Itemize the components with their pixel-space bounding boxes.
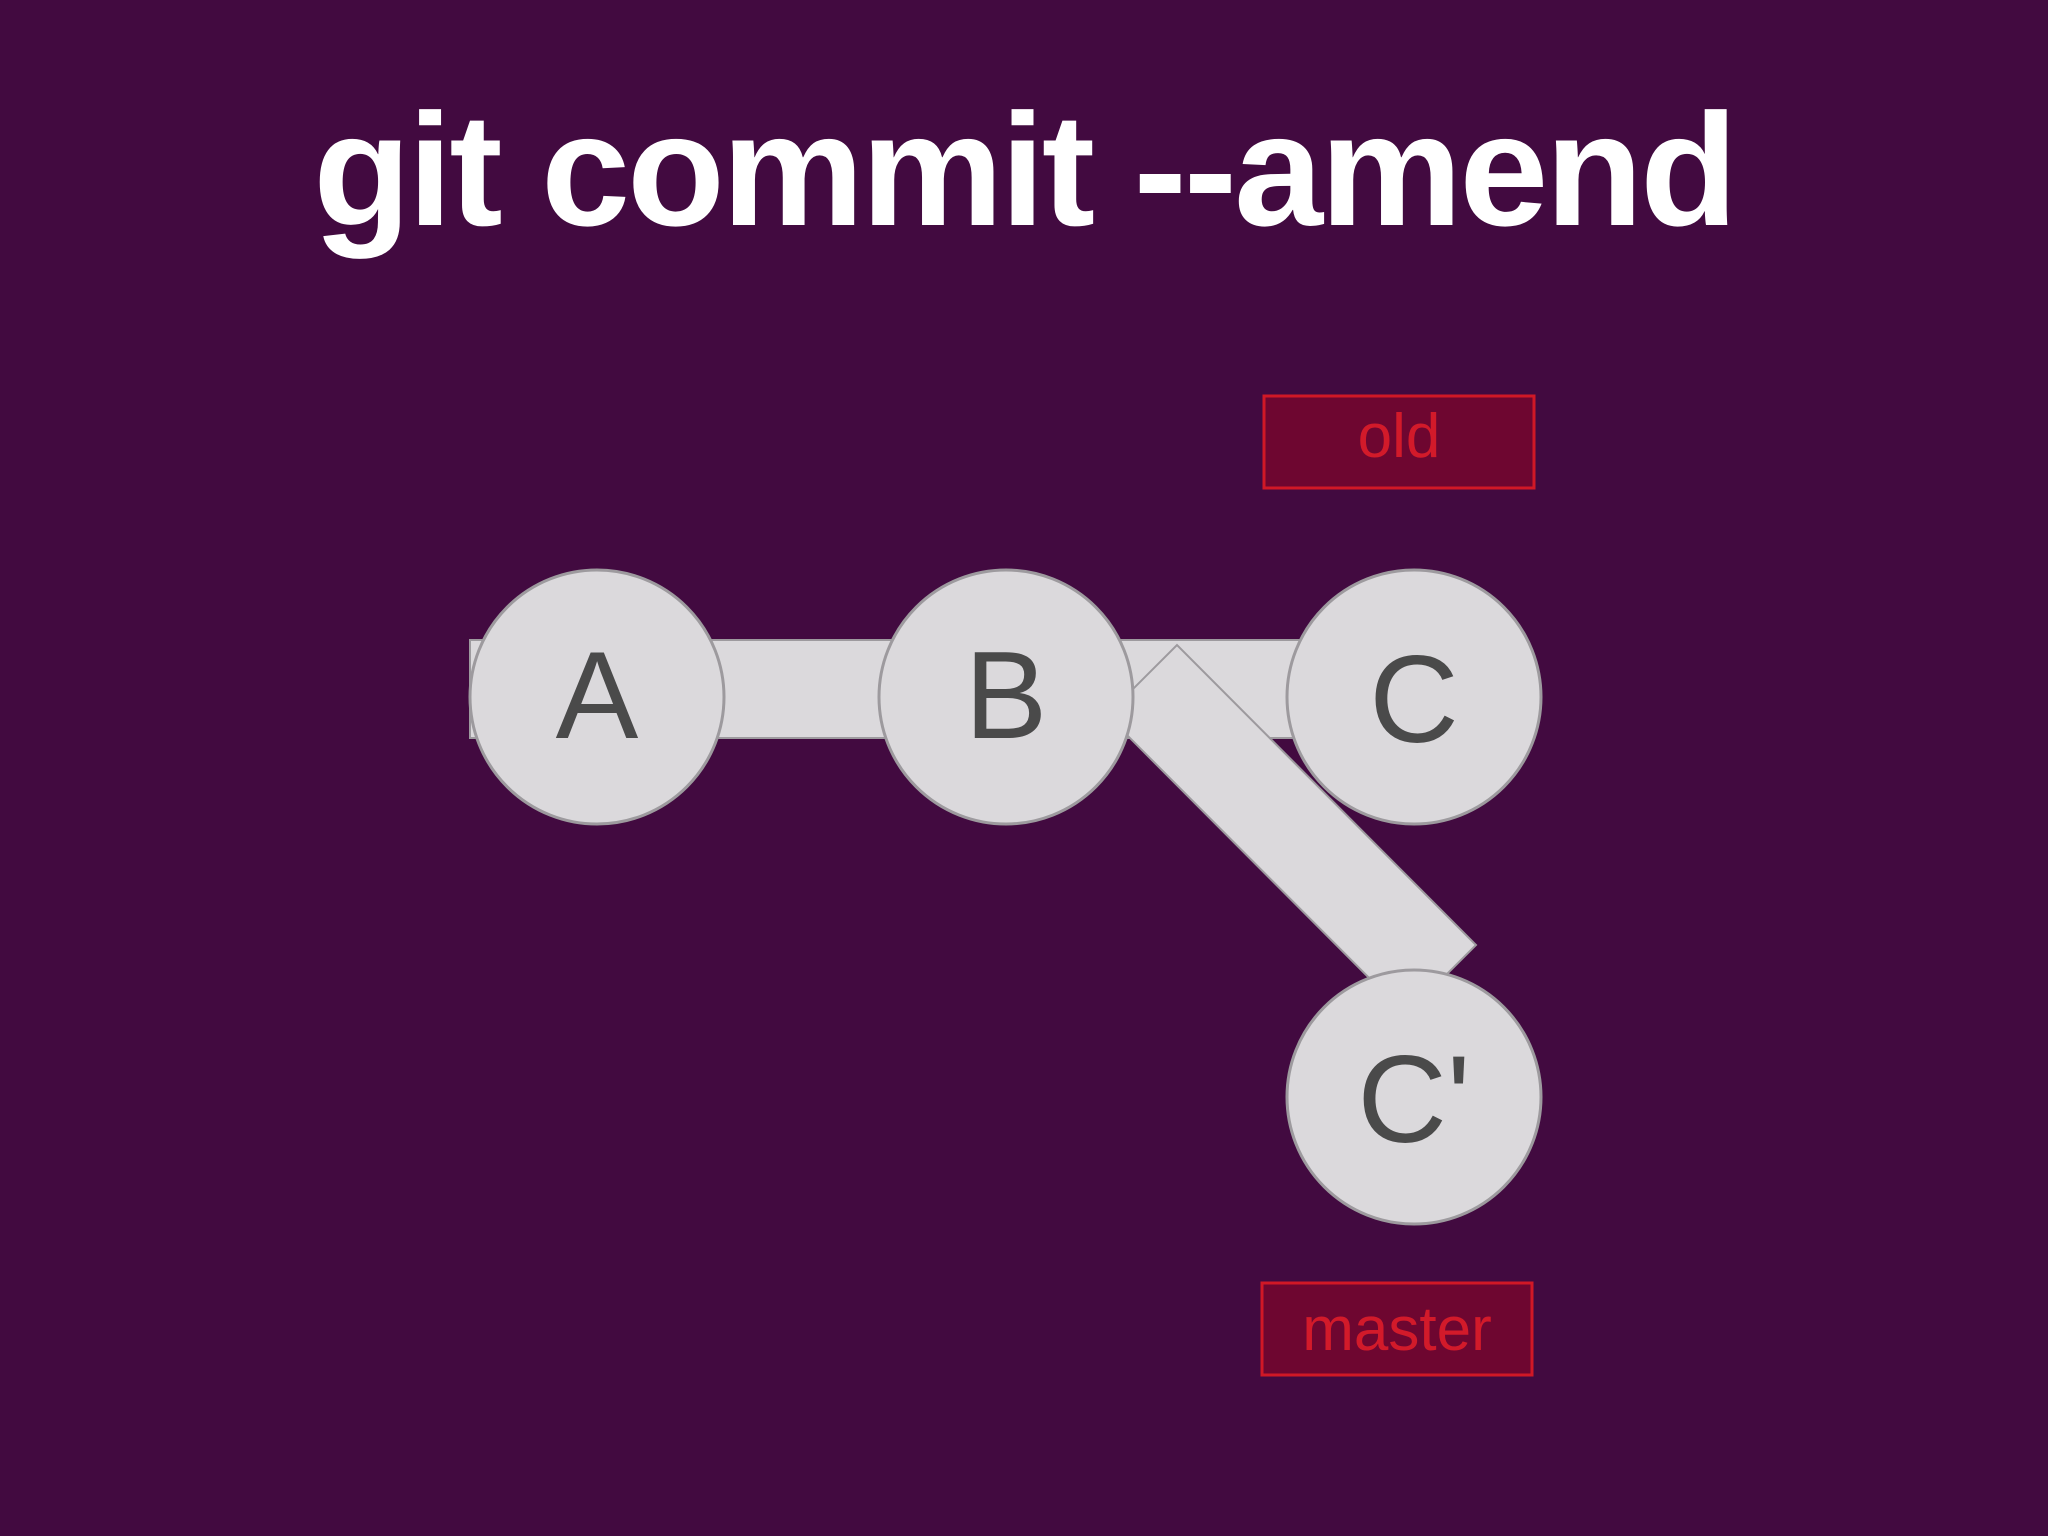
- branch-label-master: master: [1302, 1295, 1491, 1364]
- slide-title: git commit --amend: [313, 80, 1738, 259]
- edge-b-c-prime: [1105, 643, 1478, 1017]
- commit-label-a: A: [556, 627, 639, 765]
- commit-label-c-prime: C': [1357, 1031, 1470, 1169]
- commit-node-c: C: [1285, 568, 1543, 826]
- commit-label-b: B: [965, 627, 1048, 765]
- branch-tag-master: master: [1260, 1281, 1534, 1377]
- commit-node-b: B: [877, 568, 1135, 826]
- commit-node-a: A: [468, 568, 726, 826]
- branch-tag-old: old: [1262, 394, 1536, 490]
- commit-node-c-prime: C': [1285, 968, 1543, 1226]
- commit-label-c: C: [1369, 631, 1459, 769]
- branch-label-old: old: [1358, 402, 1441, 471]
